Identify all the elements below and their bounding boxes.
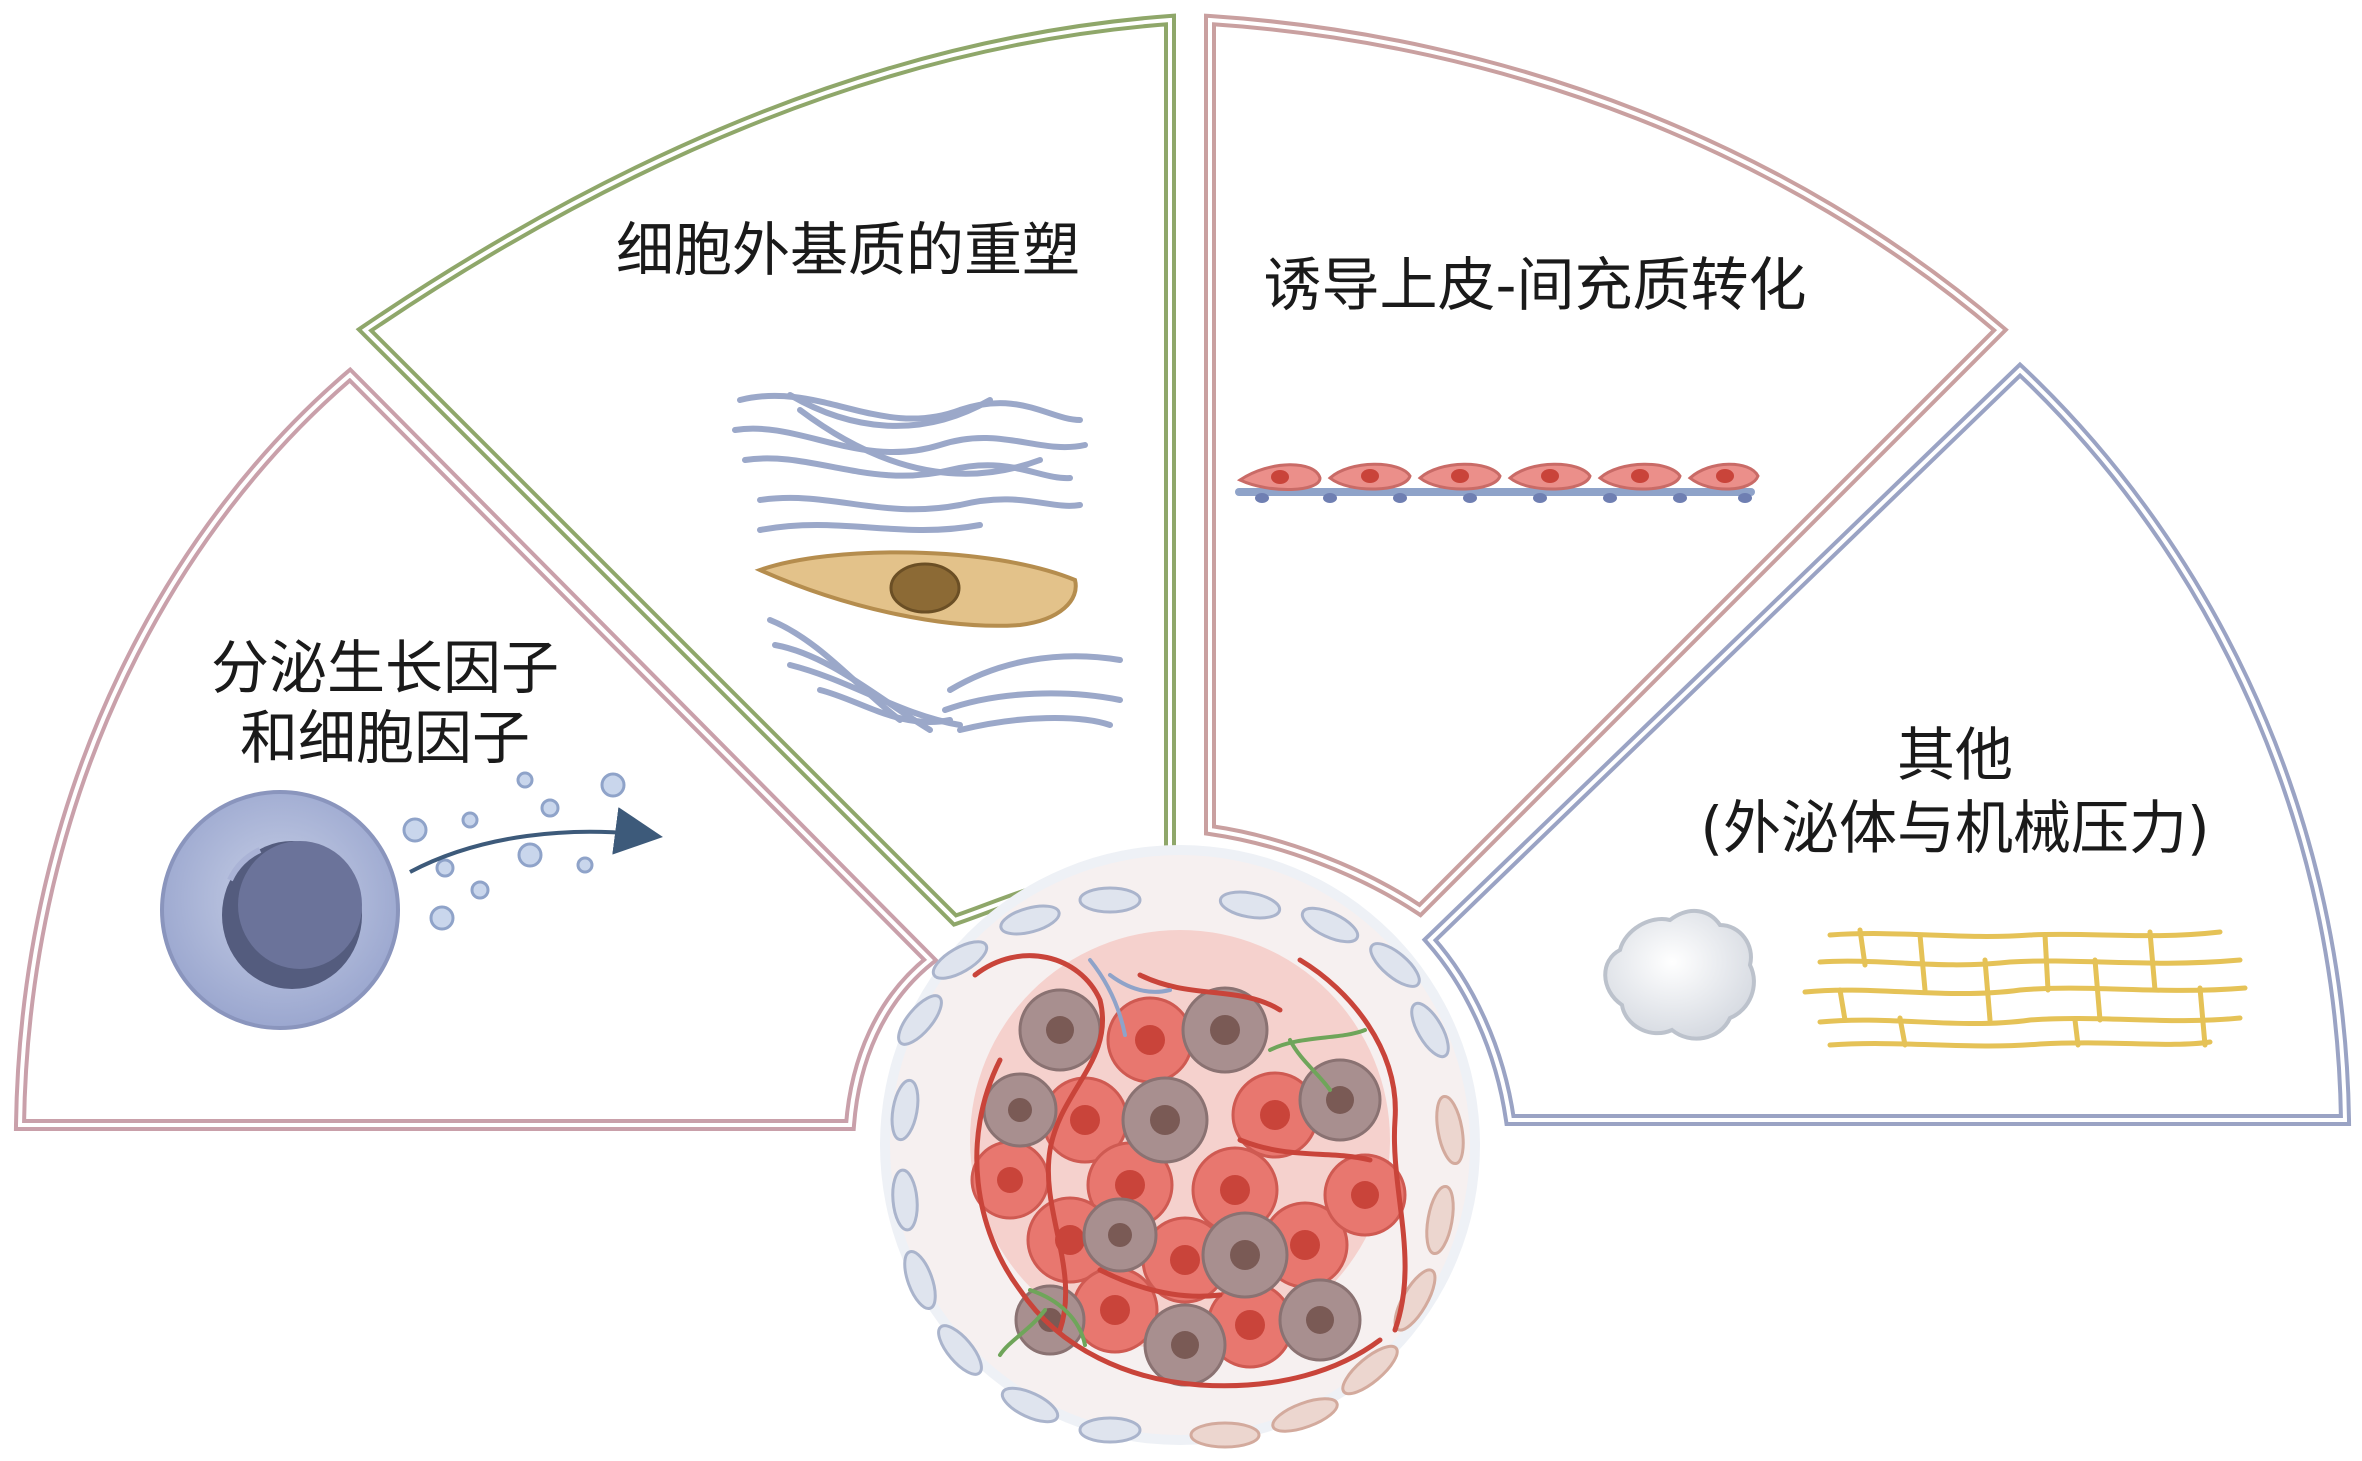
panel-other: 其他 (外泌体与机械压力) (1421, 361, 2352, 1126)
epithelial-layer-icon (1235, 462, 1760, 503)
cytokine-particles (402, 771, 626, 931)
blood-vessel-icon (972, 953, 1408, 1389)
panel-growth-factors-label-1: 分泌生长因子 (211, 634, 559, 702)
panel-ecm: 细胞外基质的重塑 (355, 13, 1176, 927)
panel-emt: 诱导上皮-间充质转化 (1204, 13, 2009, 918)
secretion-arrow-icon (409, 807, 663, 874)
secreting-cell-icon (160, 790, 400, 1030)
exosome-icon (1603, 909, 1756, 1041)
panel-emt-label: 诱导上皮-间充质转化 (1264, 251, 1807, 319)
panel-other-label-1: 其他 (1897, 721, 2013, 789)
collagen-fiber-icon (732, 392, 1123, 733)
panel-ecm-label: 细胞外基质的重塑 (616, 216, 1080, 284)
panel-growth-factors-label-2: 和细胞因子 (240, 704, 530, 772)
panel-other-label-2: (外泌体与机械压力) (1700, 794, 2209, 862)
fibroblast-icon (754, 550, 1078, 628)
panel-growth-factors: 分泌生长因子 和细胞因子 (13, 366, 939, 1131)
matrix-mesh-icon (1802, 927, 2248, 1049)
tumor-microenvironment-icon (880, 845, 1480, 1449)
